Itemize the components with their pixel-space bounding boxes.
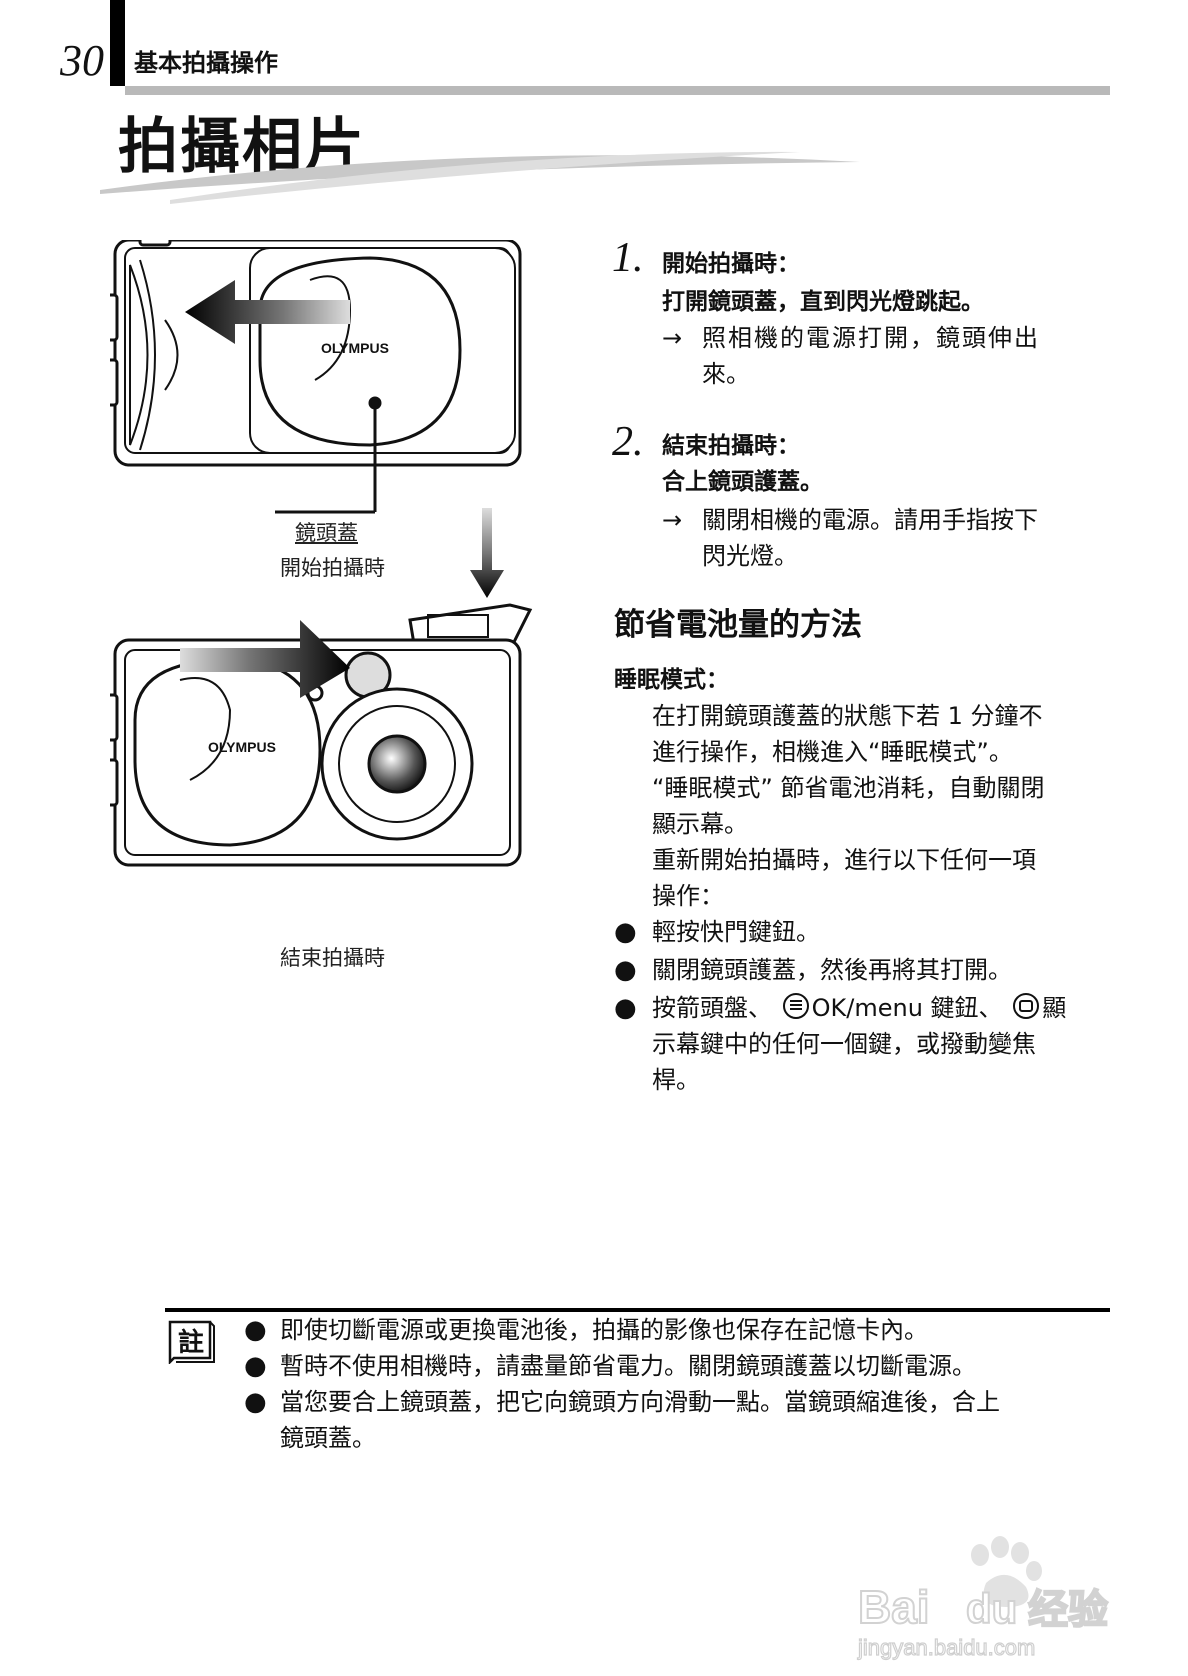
sleep-mode-line-6: 操作： <box>652 882 724 910</box>
step-1-action: 打開鏡頭蓋，直到閃光燈跳起。 <box>662 289 984 315</box>
lens-cover-label: 鏡頭蓋 <box>295 521 358 545</box>
sleep-mode-label: 睡眠模式： <box>614 667 729 693</box>
note-item-2: 暫時不使用相機時，請盡量節省電力。關閉鏡頭護蓋以切斷電源。 <box>280 1352 976 1380</box>
baidu-jingyan-watermark: Bai du 经验 jingyan.baidu.com <box>856 1536 1109 1661</box>
step-2-number: 2. <box>612 419 644 465</box>
note-item-1: 即使切斷電源或更換電池後，拍攝的影像也保存在記憶卡內。 <box>280 1316 928 1344</box>
camera-illustration: OLYMPUS OLYMPUS <box>110 240 533 867</box>
sleep-mode-line-2: 進行操作，相機進入“睡眠模式”。 <box>652 738 1013 766</box>
section-title: 基本拍攝操作 <box>134 49 278 77</box>
step-2-result-line-2: 閃光燈。 <box>702 542 798 570</box>
camera-cover-open <box>110 240 522 514</box>
camera-brand-logo-2: OLYMPUS <box>208 739 276 755</box>
sleep-mode-line-4: 顯示幕。 <box>652 810 748 838</box>
header-grey-rule <box>125 86 1110 95</box>
bullet-buttons-line-2: 示幕鍵中的任何一個鍵，或撥動變焦 <box>652 1030 1036 1058</box>
note-bullet-dot: ● <box>244 1387 267 1417</box>
camera-cover-closed <box>110 603 533 867</box>
bullet-buttons-line-3: 桿。 <box>652 1066 700 1094</box>
battery-saving-heading: 節省電池量的方法 <box>614 607 862 643</box>
note-bullet-dot: ● <box>244 1351 267 1381</box>
step-2-arrow: → <box>662 506 683 534</box>
menu-button-icon <box>782 993 809 1019</box>
sleep-mode-line-5: 重新開始拍攝時，進行以下任何一項 <box>652 846 1036 874</box>
bullet-buttons-part-1: 按箭頭盤、 <box>652 994 772 1022</box>
slide-left-arrow <box>185 280 350 344</box>
down-arrow <box>470 508 504 598</box>
note-icon: 註 <box>168 1320 215 1364</box>
note-item-3-line-2: 鏡頭蓋。 <box>280 1424 376 1452</box>
caption-end-shooting: 結束拍攝時 <box>280 946 385 970</box>
step-1-heading: 開始拍攝時： <box>662 251 800 277</box>
sleep-mode-line-3: “睡眠模式” 節省電池消耗，自動關閉 <box>652 774 1045 802</box>
title-swoosh-decoration <box>100 151 860 204</box>
step-2-result-line-1: 關閉相機的電源。請用手指按下 <box>702 506 1038 534</box>
bullet-dot: ● <box>614 955 637 985</box>
svg-text:註: 註 <box>178 1328 204 1358</box>
camera-brand-logo-1: OLYMPUS <box>321 340 389 356</box>
bullet-shutter: 輕按快門鍵鈕。 <box>652 918 820 946</box>
page-number: 30 <box>60 36 104 85</box>
slide-right-arrow <box>180 620 350 698</box>
step-1-result-line-2: 來。 <box>702 360 750 388</box>
bullet-buttons-part-3: 顯 <box>1042 994 1067 1022</box>
header-black-bar <box>110 0 125 86</box>
bullet-buttons-line-1: 按箭頭盤、 OK/menu 鍵鈕、 顯 <box>652 990 1066 1026</box>
note-bullet-dot: ● <box>244 1315 267 1345</box>
step-1-result-line-1: 照相機的電源打開，鏡頭伸出 <box>702 324 1040 352</box>
svg-text:经验: 经验 <box>1028 1587 1108 1633</box>
step-2-action: 合上鏡頭護蓋。 <box>662 469 823 495</box>
note-item-3: 當您要合上鏡頭蓋，把它向鏡頭方向滑動一點。當鏡頭縮進後，合上 <box>280 1388 1000 1416</box>
svg-text:du: du <box>966 1585 1017 1632</box>
step-1-number: 1. <box>612 235 644 281</box>
step-2-heading: 結束拍攝時： <box>662 433 800 459</box>
step-1-arrow: → <box>662 324 683 352</box>
caption-start-shooting: 開始拍攝時 <box>280 556 385 580</box>
note-top-rule <box>165 1308 1110 1312</box>
bullet-lens-cover: 關閉鏡頭護蓋，然後再將其打開。 <box>652 956 1012 984</box>
svg-text:jingyan.baidu.com: jingyan.baidu.com <box>857 1635 1035 1660</box>
display-button-icon <box>1013 993 1040 1019</box>
bullet-buttons-part-2: OK/menu 鍵鈕、 <box>811 994 1003 1022</box>
bullet-dot: ● <box>614 993 637 1023</box>
bullet-dot: ● <box>614 917 637 947</box>
svg-text:Bai: Bai <box>858 1581 930 1633</box>
paw-icon <box>971 1536 1042 1607</box>
sleep-mode-line-1: 在打開鏡頭護蓋的狀態下若 1 分鐘不 <box>652 702 1043 730</box>
